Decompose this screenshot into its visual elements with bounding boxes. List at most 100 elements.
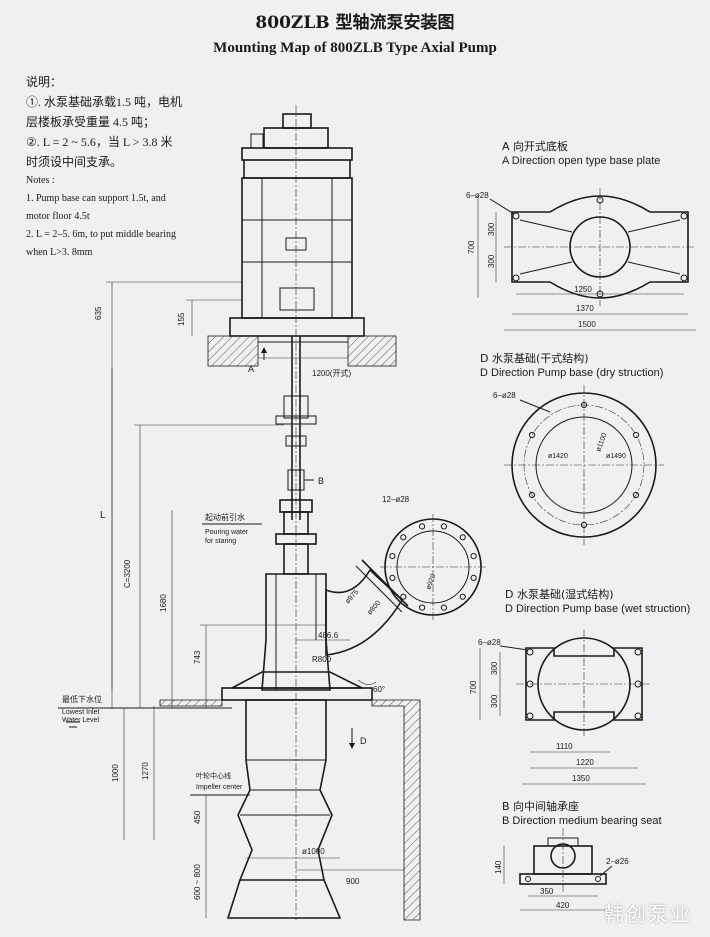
pouring-en1: Pouring water bbox=[205, 529, 249, 536]
notes-line2-en: motor floor 4.5t bbox=[26, 211, 90, 222]
dry-bolt-hole-3 bbox=[632, 491, 640, 499]
view-b-bearing-seat: 2–ø26 140 350 420 bbox=[494, 828, 629, 911]
wet-dim-300a: 300 bbox=[490, 661, 499, 675]
main-dimensions: 635 155 A 1200(开式) L C=3200 B 1680 743 4… bbox=[94, 281, 404, 918]
motor-nameplate bbox=[285, 237, 307, 251]
dry-holes-text: 6–ø28 bbox=[493, 391, 516, 400]
dry-holes-leader bbox=[519, 399, 551, 413]
bp-hole-4 bbox=[680, 274, 688, 282]
dry-bolt-hole-5 bbox=[528, 491, 536, 499]
dry-bolt-hole-4 bbox=[580, 521, 588, 529]
middle-bearing-flange bbox=[275, 415, 317, 425]
dim-1680-text: 1680 bbox=[159, 594, 168, 612]
view-d-dry-title: D 水泵基础(干式结构) D Direction Pump base (dry … bbox=[480, 352, 663, 380]
flange-bolt-hole-12 bbox=[470, 553, 477, 560]
view-d-wet-title-en: D Direction Pump base (wet struction) bbox=[505, 603, 691, 615]
notes-line4-en: when L>3. 8mm bbox=[26, 247, 93, 258]
dim-155-text: 155 bbox=[177, 312, 186, 326]
bearing-dim-350: 350 bbox=[540, 887, 554, 896]
flange-bolt-hole-8 bbox=[400, 534, 407, 541]
view-d-dry-title-cn: D 水泵基础(干式结构) bbox=[480, 352, 589, 365]
view-d-dry-title-en: D Direction Pump base (dry struction) bbox=[480, 367, 664, 379]
dim-60-text: 60° bbox=[373, 685, 385, 694]
bp-dim-1500: 1500 bbox=[578, 320, 596, 329]
discharge-elbow bbox=[325, 568, 404, 656]
bearing-dim-420: 420 bbox=[556, 901, 570, 910]
motor-base-frame bbox=[229, 317, 365, 337]
bp-dim-700: 700 bbox=[467, 240, 476, 254]
flange-bolt-hole-5 bbox=[400, 593, 407, 600]
middle-bearing bbox=[283, 395, 309, 419]
notes-line4-cn: 时须设中间支承。 bbox=[26, 155, 123, 169]
bp-hole-3 bbox=[512, 274, 520, 282]
company-watermark: 韩创泵业 bbox=[604, 902, 692, 926]
wet-holes-leader bbox=[499, 645, 529, 651]
flange-bolt-hole-9 bbox=[419, 523, 426, 530]
motor-upper-ring bbox=[243, 160, 351, 179]
angle-60-arc bbox=[357, 679, 377, 685]
dim-600800-text: 600 ~ 800 bbox=[193, 864, 202, 900]
flange-bolt-hole-1 bbox=[470, 574, 477, 582]
pump-pit-wall bbox=[371, 699, 421, 921]
dim-635-text: 635 bbox=[94, 306, 103, 320]
bearing-dim-140: 140 bbox=[494, 860, 503, 874]
wet-dim-1220: 1220 bbox=[576, 758, 594, 767]
wet-hole-4 bbox=[634, 712, 642, 720]
flange-bolt-hole-3 bbox=[440, 604, 447, 611]
bp-dim-1250: 1250 bbox=[574, 285, 592, 294]
wet-hole-2 bbox=[634, 648, 642, 656]
impeller-en: Impeller center bbox=[196, 784, 243, 791]
holes12-text: 12–ø28 bbox=[382, 495, 410, 504]
dim-900-text: 900 bbox=[346, 877, 360, 886]
flange-bolt-hole-4 bbox=[419, 604, 426, 611]
dry-dim-1420: ø1420 bbox=[548, 453, 568, 460]
bp-dim-1370: 1370 bbox=[576, 304, 594, 313]
motor bbox=[229, 113, 365, 337]
bp-hole-1 bbox=[512, 212, 520, 220]
dim-l-text: L bbox=[100, 510, 106, 521]
motor-junction-box bbox=[250, 133, 264, 149]
flange-bolt-holes bbox=[389, 523, 477, 611]
notes-line1-en: 1. Pump base can support 1.5t, and bbox=[26, 193, 166, 204]
view-a-title: A 向开式底板 A Direction open type base plate bbox=[502, 140, 660, 168]
pump-floor-left bbox=[159, 699, 223, 707]
wet-hole-3 bbox=[526, 712, 534, 720]
pump-column bbox=[261, 573, 331, 691]
outlet-flange-face bbox=[355, 565, 403, 613]
drawing-title-en: Mounting Map of 800ZLB Type Axial Pump bbox=[213, 40, 497, 56]
water-level-symbol bbox=[66, 721, 80, 728]
shaft-coupling bbox=[285, 435, 307, 447]
bp-holes-leader bbox=[489, 198, 515, 215]
pouring-cn: 起动前引水 bbox=[205, 512, 245, 522]
dry-dim-1100: ø1100 bbox=[595, 432, 608, 453]
view-d-dry-base: 6–ø28 ø1420 ø1100 ø1490 bbox=[493, 385, 664, 545]
dim-phi1000-text: ø1000 bbox=[302, 847, 325, 856]
bp-hole-2 bbox=[680, 212, 688, 220]
dim-4866-text: 486.6 bbox=[318, 631, 339, 640]
bearing-holes-text: 2–ø26 bbox=[606, 857, 629, 866]
bp-dim-300a: 300 bbox=[487, 222, 496, 236]
motor-floor-left bbox=[207, 335, 259, 367]
motor-body bbox=[241, 177, 353, 319]
outlet-flange-view: 12–ø28 ø920 bbox=[380, 495, 486, 620]
dim-c-text: C=3200 bbox=[123, 559, 132, 588]
flange-bolt-hole-6 bbox=[389, 574, 396, 582]
notes-line2-cn: 层楼板承受重量 4.5 吨； bbox=[26, 115, 156, 129]
flange-bolt-hole-2 bbox=[459, 593, 466, 600]
dry-bolt-hole-6 bbox=[528, 431, 536, 439]
motor-upper-flange bbox=[241, 147, 353, 161]
wet-outline bbox=[525, 647, 643, 721]
notes-block: 说明： ①. 水泵基础承载1.5 吨，电机 层楼板承受重量 4.5 吨； ②. … bbox=[26, 72, 236, 262]
pump-labels: 起动前引水 Pouring water for staring 最低下水位 Lo… bbox=[62, 512, 262, 791]
flange-bolt-hole-11 bbox=[459, 534, 466, 541]
dim-1200-text: 1200(开式) bbox=[312, 368, 351, 378]
dim-phi800-text: ø800 bbox=[366, 600, 382, 617]
motor-top-cap bbox=[282, 113, 312, 129]
view-a-title-cn: A 向开式底板 bbox=[502, 140, 569, 153]
suction-bell bbox=[226, 879, 342, 919]
dim-r800-text: R800 bbox=[312, 655, 332, 664]
impeller-casing bbox=[237, 699, 333, 881]
notes-heading-cn: 说明： bbox=[26, 75, 63, 89]
view-d-wet-base: 6–ø28 300 300 700 1110 1220 1350 bbox=[469, 630, 652, 785]
